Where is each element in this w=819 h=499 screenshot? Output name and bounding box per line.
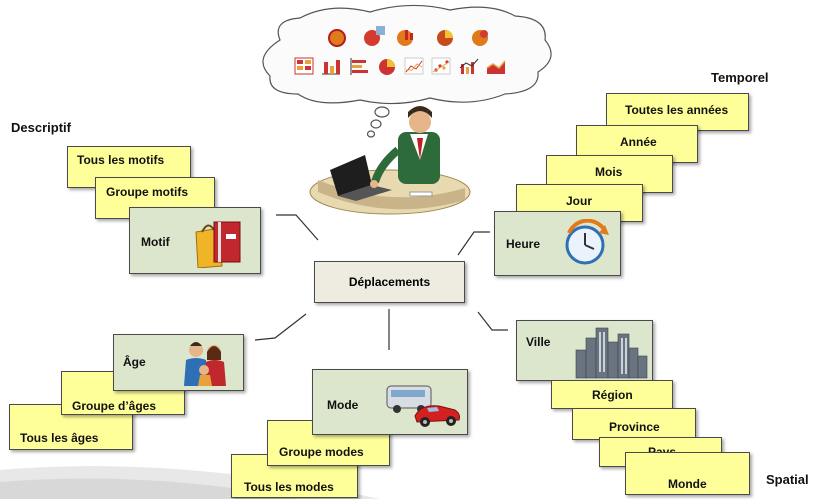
card-region[interactable]: Région [551,380,673,409]
card-province[interactable]: Province [572,408,696,440]
city-icon [575,327,648,379]
globe-chart-icons [328,26,488,47]
spatial-title: Spatial [766,472,809,487]
bus-car-icon [386,385,460,427]
chart-type-icons [294,57,506,75]
clock-icon [565,219,609,265]
binder-icon [195,221,241,268]
card-monde[interactable]: Monde [625,452,750,495]
card-age[interactable]: Âge [113,334,244,391]
card-mode[interactable]: Mode [312,369,468,435]
hub-label: Déplacements [348,275,431,289]
descriptive-title: Descriptif [11,120,71,135]
temporal-title: Temporel [711,70,769,85]
card-motif[interactable]: Motif [129,207,261,274]
hub-deplacements[interactable]: Déplacements [314,261,465,303]
card-heure[interactable]: Heure [494,211,621,276]
card-ville[interactable]: Ville [516,320,653,381]
family-icon [184,342,226,386]
